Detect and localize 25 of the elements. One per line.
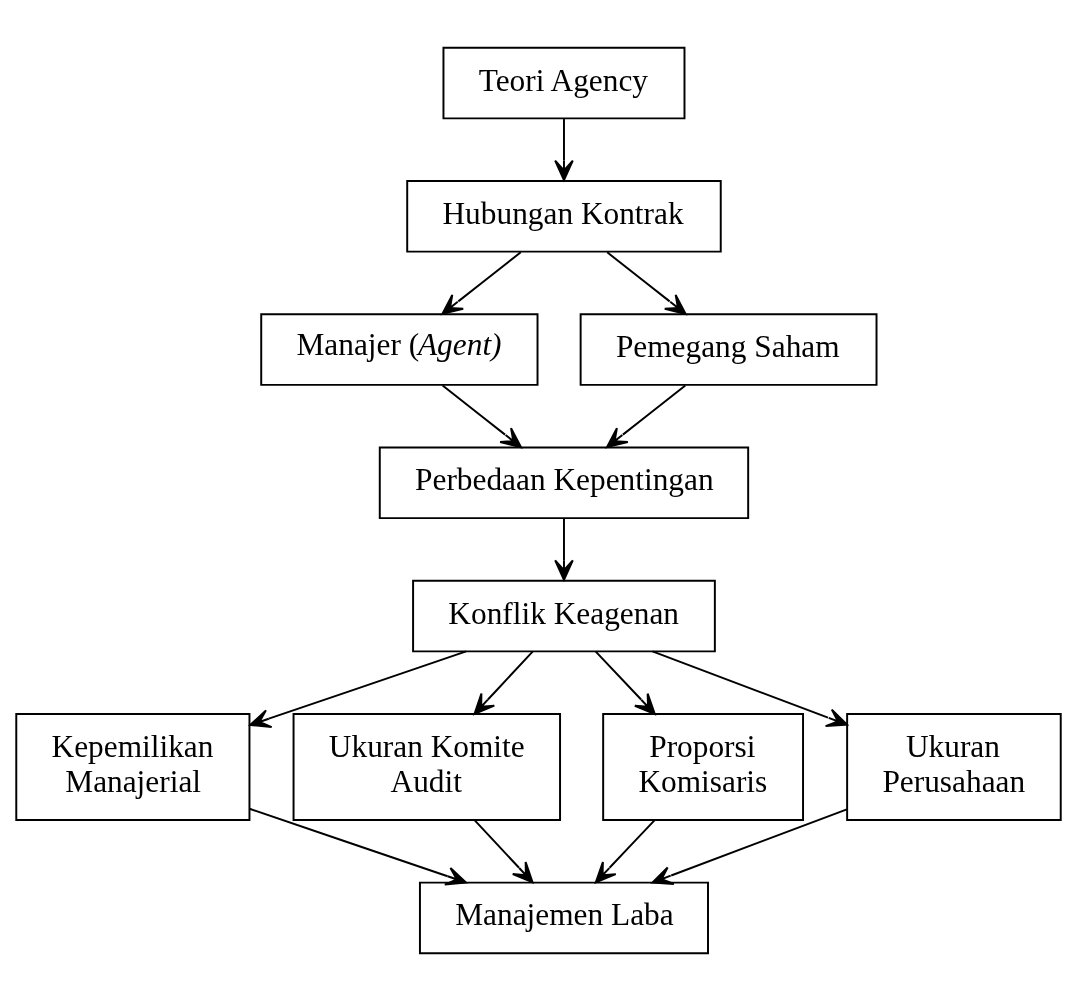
- node-box: Hubungan Kontrak: [406, 179, 722, 253]
- arrow: [594, 649, 656, 715]
- node-box: Teori Agency: [442, 46, 686, 119]
- arrow: [473, 649, 534, 715]
- arrow: [248, 807, 468, 886]
- node-box: Ukuran Perusahaan: [846, 712, 1062, 821]
- node-box: Proporsi Komisaris: [602, 712, 804, 821]
- arrow: [554, 117, 574, 181]
- arrow: [249, 649, 468, 728]
- arrow: [473, 818, 534, 883]
- arrow: [594, 818, 656, 883]
- node-box: Konflik Keagenan: [412, 579, 716, 652]
- arrow: [606, 250, 687, 315]
- arrow: [605, 384, 687, 448]
- arrow: [651, 807, 848, 885]
- arrow: [441, 250, 522, 315]
- node-box: Manajemen Laba: [418, 881, 709, 954]
- node-box: Perbedaan Kepentingan: [378, 446, 750, 519]
- node-box: Pemegang Saham: [579, 312, 878, 386]
- node-box: Ukuran Komite Audit: [292, 712, 562, 821]
- arrow: [554, 517, 574, 581]
- arrow: [651, 649, 849, 727]
- node-box: Kepemilikan Manajerial: [15, 712, 251, 821]
- arrow: [441, 384, 522, 448]
- node-box: Manajer (Agent): [260, 312, 539, 386]
